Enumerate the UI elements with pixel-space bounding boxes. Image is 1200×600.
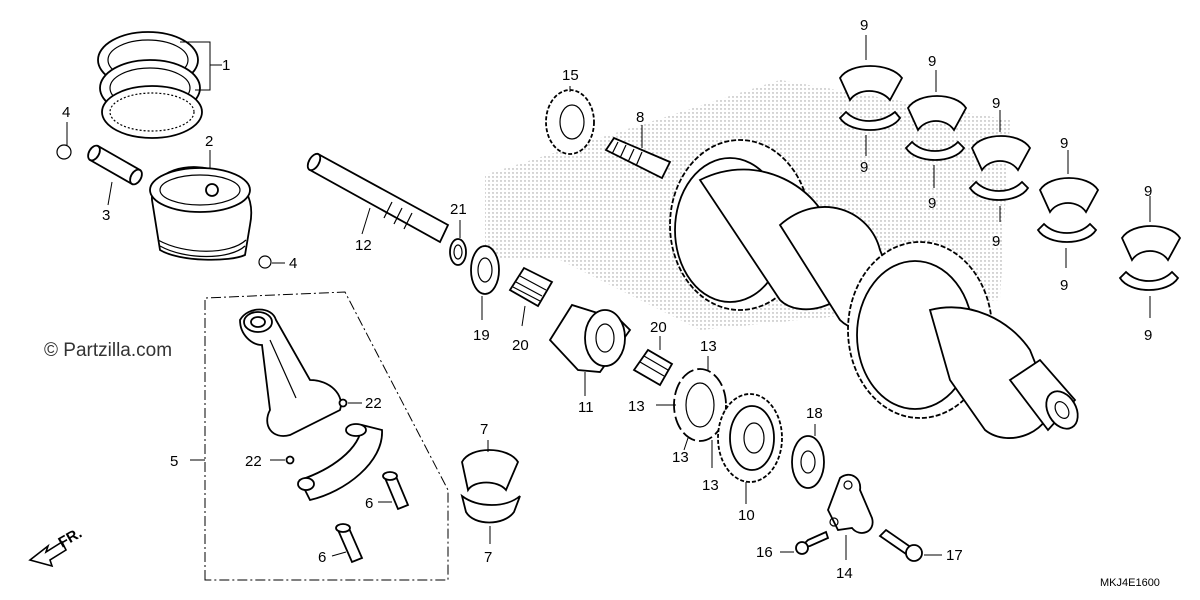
- callout-9e: 9: [992, 95, 1000, 112]
- balancer-shaft[interactable]: [305, 152, 450, 244]
- callout-20a: 20: [512, 337, 529, 354]
- callout-4a: 4: [62, 104, 70, 121]
- callout-8: 8: [636, 109, 644, 126]
- callout-13b: 13: [628, 398, 645, 415]
- callout-6b: 6: [318, 549, 326, 566]
- dowel-pin-lower[interactable]: [285, 455, 295, 465]
- bearing-shell-lower-7[interactable]: [460, 493, 521, 524]
- callout-22b: 22: [245, 453, 262, 470]
- washer-18[interactable]: [791, 435, 825, 489]
- callout-21: 21: [450, 201, 467, 218]
- piston-pin[interactable]: [86, 144, 145, 187]
- callout-10: 10: [738, 507, 755, 524]
- front-direction-arrow: FR.: [28, 525, 85, 568]
- conrod-kit-frame: [204, 291, 449, 581]
- callout-12: 12: [355, 237, 372, 254]
- callout-9a: 9: [860, 17, 868, 34]
- main-bearing-pair-2[interactable]: [904, 95, 968, 161]
- callout-6a: 6: [365, 495, 373, 512]
- main-bearing-pair-4[interactable]: [1036, 177, 1100, 243]
- callout-5: 5: [170, 453, 178, 470]
- callout-11: 11: [578, 399, 594, 416]
- callout-9c: 9: [928, 53, 936, 70]
- callout-2: 2: [205, 133, 213, 150]
- callout-3: 3: [102, 207, 110, 224]
- callout-9f: 9: [992, 233, 1000, 250]
- thrust-washer-19[interactable]: [470, 245, 500, 295]
- callout-13c: 13: [672, 449, 689, 466]
- balancer-drive-hub[interactable]: [548, 303, 632, 373]
- balancer-driven-gear[interactable]: [717, 393, 783, 483]
- callout-9j: 9: [1144, 327, 1152, 344]
- rod-bolt-lower[interactable]: [335, 523, 364, 564]
- flange-bolt-17[interactable]: [878, 528, 923, 562]
- callout-16: 16: [756, 544, 773, 561]
- watermark: © Partzilla.com: [44, 340, 172, 361]
- callout-7b: 7: [484, 549, 492, 566]
- primary-drive-gear[interactable]: [545, 89, 595, 155]
- main-bearing-pair-1[interactable]: [838, 65, 904, 131]
- thrust-washer-21[interactable]: [449, 238, 467, 266]
- callout-9d: 9: [928, 195, 936, 212]
- callout-9g: 9: [1060, 135, 1068, 152]
- callout-13a: 13: [700, 338, 717, 355]
- piston-rings[interactable]: [97, 31, 203, 139]
- callout-17: 17: [946, 547, 963, 564]
- callout-9h: 9: [1060, 277, 1068, 294]
- callout-1: 1: [222, 57, 230, 74]
- pulser-bracket[interactable]: [827, 473, 874, 534]
- connecting-rod-cap[interactable]: [297, 423, 383, 502]
- callout-20b: 20: [650, 319, 667, 336]
- rod-bolt-upper[interactable]: [382, 471, 410, 511]
- callout-13d: 13: [702, 477, 719, 494]
- callout-18: 18: [806, 405, 823, 422]
- callout-19: 19: [473, 327, 490, 344]
- callout-9i: 9: [1144, 183, 1152, 200]
- needle-bearing-lower[interactable]: [632, 348, 674, 387]
- main-bearing-pair-5[interactable]: [1118, 225, 1182, 291]
- callout-15: 15: [562, 67, 579, 84]
- flange-bolt-16[interactable]: [795, 530, 830, 555]
- main-bearing-pair-3[interactable]: [968, 135, 1032, 201]
- connecting-rod[interactable]: [239, 308, 342, 437]
- drawing-code: MKJ4E1600: [1100, 577, 1160, 589]
- piston[interactable]: [149, 166, 253, 261]
- callout-7a: 7: [480, 421, 488, 438]
- crankshaft[interactable]: [604, 136, 1084, 439]
- piston-pin-clip-right[interactable]: [258, 255, 272, 269]
- callout-14: 14: [836, 565, 853, 582]
- needle-bearing-upper[interactable]: [508, 266, 554, 308]
- dowel-pin-upper[interactable]: [338, 398, 348, 408]
- callout-22a: 22: [365, 395, 382, 412]
- callout-4b: 4: [289, 255, 297, 272]
- bearing-shell-upper-7[interactable]: [461, 449, 520, 493]
- piston-pin-clip-top[interactable]: [56, 144, 72, 160]
- callout-9b: 9: [860, 159, 868, 176]
